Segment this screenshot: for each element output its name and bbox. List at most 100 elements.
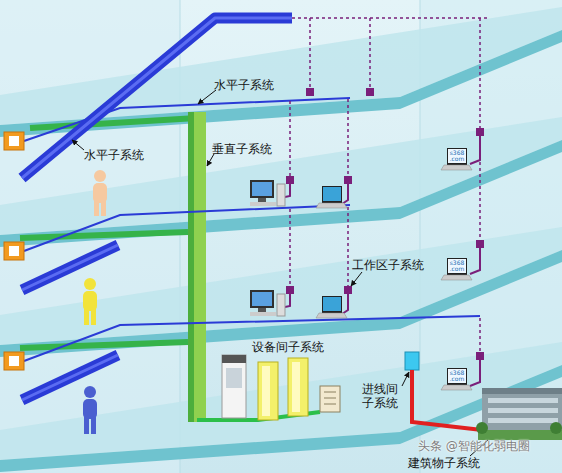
- floor-slab: [0, 7, 562, 472]
- subsystem-label: 水平子系统: [214, 78, 274, 92]
- floor-distributor: [9, 246, 19, 256]
- person: [93, 183, 107, 203]
- laptop: [448, 369, 466, 383]
- person: [94, 170, 106, 182]
- horizontal-cable: [24, 205, 350, 251]
- cable-duct: [22, 245, 118, 290]
- vertical-riser: [20, 112, 320, 422]
- floor-distributor: [4, 132, 24, 370]
- network-outlet: [286, 176, 294, 184]
- vertical-riser: [30, 118, 197, 128]
- network-outlet: [344, 286, 352, 294]
- network-outlet: [286, 286, 294, 294]
- laptop: [316, 148, 472, 390]
- screen-text: s368 .com: [448, 370, 466, 382]
- floor-slab: [0, 140, 562, 247]
- laptop: [448, 259, 466, 273]
- network-outlet: [476, 128, 484, 136]
- leader-line: [198, 90, 216, 104]
- person: [84, 386, 96, 398]
- floor-distributor: [9, 356, 19, 366]
- horizontal-cable: [24, 98, 480, 361]
- laptop: [447, 368, 467, 385]
- subsystem-label: 垂直子系统: [212, 142, 272, 156]
- equipment-rack: [292, 362, 300, 412]
- subsystem-label: 工作区子系统: [352, 258, 424, 272]
- person: [83, 170, 107, 434]
- desktop-computer: [250, 312, 276, 316]
- entrance-cable: [405, 352, 419, 370]
- laptop: [316, 203, 347, 208]
- subsystem-label: 建筑物子系统: [408, 456, 480, 470]
- leader-line: [402, 372, 409, 386]
- subsystem-label: 进线间 子系统: [362, 382, 402, 410]
- laptop: [323, 297, 341, 311]
- leader-line: [351, 272, 362, 286]
- dashed-drop: [309, 18, 311, 90]
- dashed-drop: [479, 318, 481, 352]
- network-outlet: [366, 88, 374, 96]
- desktop-computer: [258, 308, 266, 312]
- building-photo: [488, 408, 558, 413]
- leader-line: [72, 140, 84, 150]
- equipment-rack: [222, 355, 340, 420]
- screen-text: s368 .com: [448, 150, 466, 162]
- outlet-cable: [342, 184, 348, 204]
- person: [91, 309, 96, 325]
- equipment-rack: [262, 366, 270, 416]
- floor-distributor: [4, 352, 24, 370]
- equipment-rack: [320, 386, 340, 412]
- desktop-computer: [277, 184, 285, 206]
- watermark: 头条 @智能化弱电圈: [418, 439, 530, 453]
- vertical-riser: [20, 342, 188, 348]
- cable-duct: [22, 18, 292, 178]
- outlet-cable: [470, 248, 480, 274]
- equipment-rack: [226, 368, 242, 388]
- equipment-rack: [222, 355, 246, 363]
- dashed-drop: [292, 17, 490, 19]
- dashed-drop: [479, 150, 481, 240]
- dashed-drop: [290, 18, 490, 352]
- laptop: [322, 186, 342, 203]
- floor-slab: [0, 365, 562, 472]
- laptop: [323, 187, 341, 201]
- equipment-rack: [324, 398, 336, 399]
- desktop-computer: [252, 292, 272, 306]
- laptop: [316, 313, 347, 318]
- network-outlet: [476, 240, 484, 248]
- person: [84, 309, 89, 325]
- desktop-computer: [258, 198, 266, 202]
- building-photo: [482, 392, 562, 430]
- floor-distributor: [4, 242, 24, 260]
- laptop: [447, 258, 467, 275]
- person: [94, 201, 99, 216]
- desktop-computer: [250, 202, 276, 206]
- network-outlet: [476, 352, 484, 360]
- cable-duct: [22, 355, 118, 400]
- laptop: [447, 148, 467, 165]
- network-outlet: [306, 88, 314, 96]
- building-photo: [476, 388, 562, 440]
- building-photo: [488, 398, 558, 403]
- building-photo: [476, 422, 488, 434]
- desktop-computer: [250, 180, 274, 198]
- subsystem-label: 水平子系统: [84, 148, 144, 162]
- floor-distributor: [9, 136, 19, 146]
- dashed-drop: [289, 101, 291, 176]
- desktop-computer: [277, 294, 285, 316]
- desktop-computer: [250, 290, 274, 308]
- outlet-cable: [470, 360, 480, 386]
- person: [83, 399, 97, 419]
- vertical-riser: [188, 112, 206, 422]
- network-outlet: [286, 88, 484, 360]
- equipment-rack: [324, 392, 336, 393]
- outlet-cable: [470, 136, 480, 164]
- person: [101, 201, 106, 216]
- laptop: [441, 275, 472, 280]
- equipment-rack: [258, 362, 278, 420]
- person: [91, 417, 96, 434]
- person: [84, 417, 89, 434]
- desktop-computer: [250, 180, 285, 316]
